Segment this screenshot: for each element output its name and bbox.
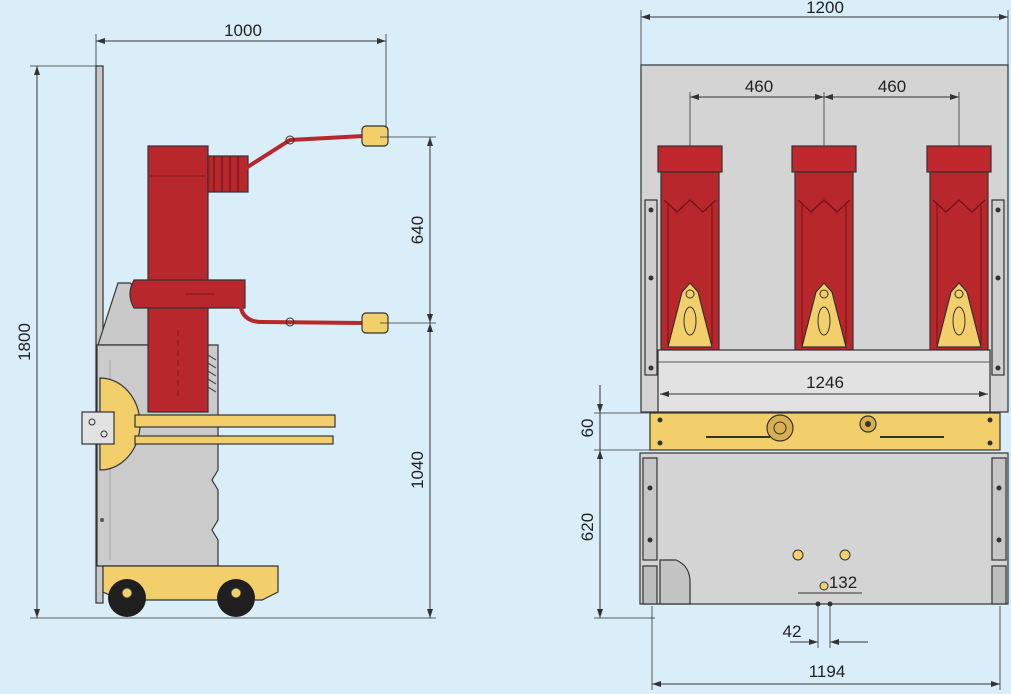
truck-right-bracket xyxy=(991,457,1007,561)
dim-side-height-label: 1800 xyxy=(15,323,34,361)
upper-contact xyxy=(361,125,389,147)
guide-rail-upper xyxy=(134,414,336,428)
dim-truck-height-label: 620 xyxy=(578,513,597,541)
dim-small-b-label: 42 xyxy=(783,622,802,641)
upper-terminal-block xyxy=(207,155,249,193)
truck-left-bracket xyxy=(642,457,658,561)
dim-contact-spacing-label: 640 xyxy=(408,216,427,244)
pole-right xyxy=(926,92,992,351)
pole-left xyxy=(657,92,723,351)
locating-hole xyxy=(792,549,804,561)
truck-left-wheel xyxy=(642,565,658,605)
dim-pole-pitch-right-label: 460 xyxy=(878,77,906,96)
guide-rail-lower xyxy=(134,435,334,445)
interlock-device xyxy=(81,411,115,445)
lower-contact-arm xyxy=(238,299,365,325)
locating-hole xyxy=(839,549,851,561)
dim-bar-height-label: 60 xyxy=(578,419,597,438)
pole-center xyxy=(791,92,857,351)
ribbed-insulator xyxy=(207,354,217,393)
dim-front-width-label: 1200 xyxy=(806,0,844,17)
dim-small-a-label: 132 xyxy=(829,573,857,592)
contact-clamp xyxy=(667,282,713,348)
pole-base xyxy=(657,349,991,413)
charging-socket xyxy=(766,414,794,442)
front-view: 460 460 1246 1200 xyxy=(578,0,1009,690)
contact-clamp xyxy=(801,282,847,348)
pole-body xyxy=(147,145,209,413)
contact-clamp xyxy=(936,282,982,348)
truck-right-wheel xyxy=(991,565,1007,605)
dim-lower-contact-height-label: 1040 xyxy=(408,451,427,489)
left-frame-bar xyxy=(644,199,658,376)
dim-base-width-label: 1246 xyxy=(806,373,844,392)
side-view: 1000 1800 640 1040 xyxy=(15,21,436,619)
mechanism-bar xyxy=(649,412,1001,451)
dim-wheel-track-label: 1194 xyxy=(809,662,846,681)
dim-pole-pitch-left-label: 460 xyxy=(745,77,773,96)
truck-body xyxy=(639,452,1009,605)
wheel-guard xyxy=(659,559,691,605)
upper-contact-arm xyxy=(244,134,365,170)
dim-side-depth-label: 1000 xyxy=(224,21,262,40)
right-frame-bar xyxy=(991,199,1005,376)
